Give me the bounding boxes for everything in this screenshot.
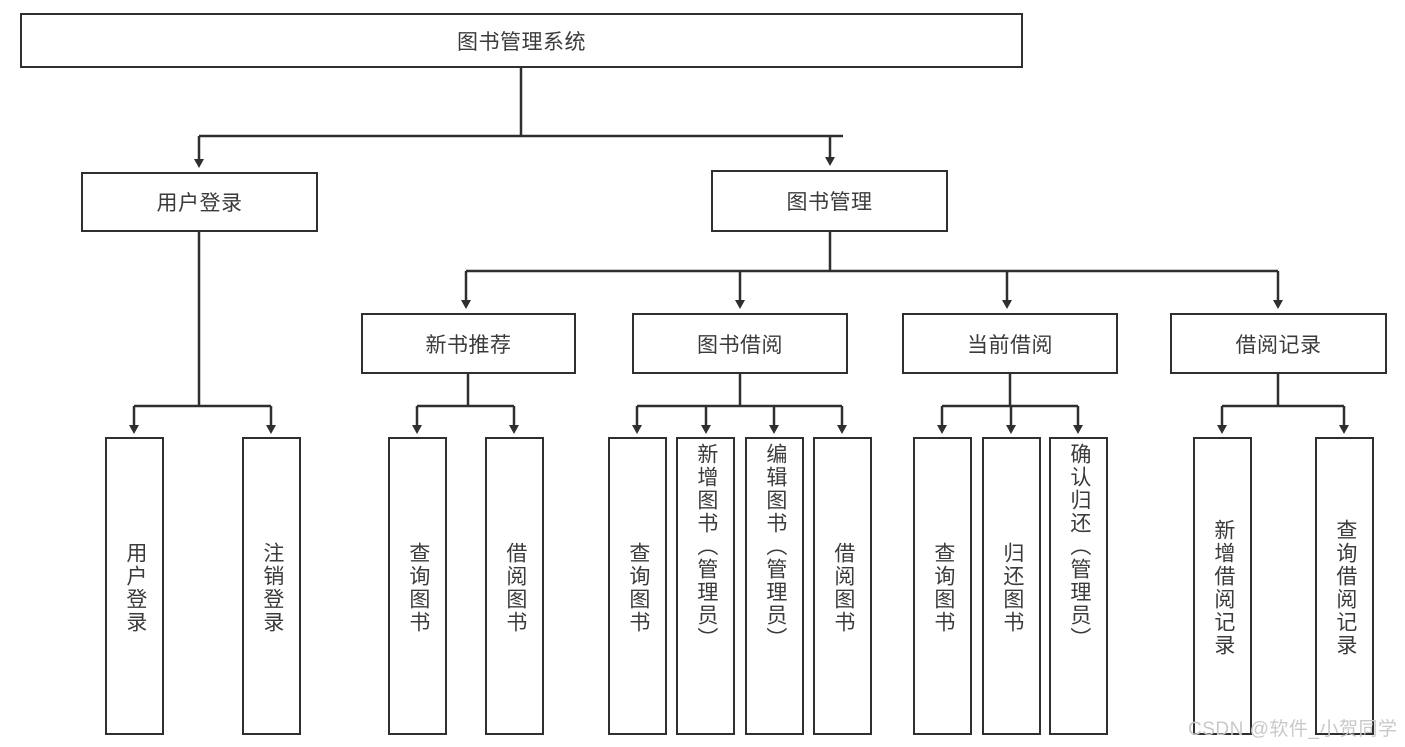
node-label: 查询图书 [931, 542, 955, 634]
leaf-confirm-return-admin[interactable]: 确认归还（管理员） [1049, 437, 1108, 735]
node-label: 注销登录 [260, 542, 284, 634]
node-system-title[interactable]: 图书管理系统 [20, 13, 1023, 68]
leaf-query-book-borrow[interactable]: 查询图书 [608, 437, 667, 735]
node-label: 新增借阅记录 [1211, 519, 1235, 657]
leaf-add-borrow-record[interactable]: 新增借阅记录 [1193, 437, 1252, 735]
node-borrow-record[interactable]: 借阅记录 [1170, 313, 1387, 374]
node-label: 新增图书（管理员） [694, 443, 718, 650]
node-user-login[interactable]: 用户登录 [81, 172, 318, 232]
node-label: 用户登录 [156, 192, 243, 215]
node-label: 用户登录 [123, 542, 147, 634]
node-label: 借阅图书 [503, 542, 527, 634]
leaf-return-book[interactable]: 归还图书 [982, 437, 1041, 735]
node-label: 查询图书 [406, 542, 430, 634]
node-label: 查询借阅记录 [1333, 519, 1357, 657]
leaf-user-login[interactable]: 用户登录 [105, 437, 164, 735]
node-current-borrow[interactable]: 当前借阅 [902, 313, 1118, 374]
node-label: 图书管理系统 [457, 30, 586, 54]
node-label: 归还图书 [1000, 542, 1024, 634]
leaf-query-borrow-record[interactable]: 查询借阅记录 [1315, 437, 1374, 735]
leaf-logout[interactable]: 注销登录 [242, 437, 301, 735]
node-book-borrow[interactable]: 图书借阅 [632, 313, 848, 374]
node-new-book-recommend[interactable]: 新书推荐 [361, 313, 576, 374]
node-label: 借阅记录 [1235, 333, 1322, 357]
node-label: 编辑图书（管理员） [763, 443, 787, 650]
node-label: 确认归还（管理员） [1067, 443, 1091, 650]
node-book-management[interactable]: 图书管理 [711, 170, 948, 232]
leaf-query-book-recommend[interactable]: 查询图书 [388, 437, 447, 735]
node-label: 图书管理 [786, 191, 873, 214]
node-label: 借阅图书 [831, 542, 855, 634]
node-label: 当前借阅 [967, 333, 1053, 357]
leaf-add-book-admin[interactable]: 新增图书（管理员） [676, 437, 735, 735]
leaf-query-book-current[interactable]: 查询图书 [913, 437, 972, 735]
leaf-edit-book-admin[interactable]: 编辑图书（管理员） [745, 437, 804, 735]
leaf-borrow-book[interactable]: 借阅图书 [813, 437, 872, 735]
node-label: 查询图书 [626, 542, 650, 634]
leaf-borrow-book-recommend[interactable]: 借阅图书 [485, 437, 544, 735]
node-label: 图书借阅 [697, 333, 783, 357]
csdn-watermark: CSDN @软件_小贺同学 [1188, 719, 1398, 740]
node-label: 新书推荐 [425, 333, 512, 357]
